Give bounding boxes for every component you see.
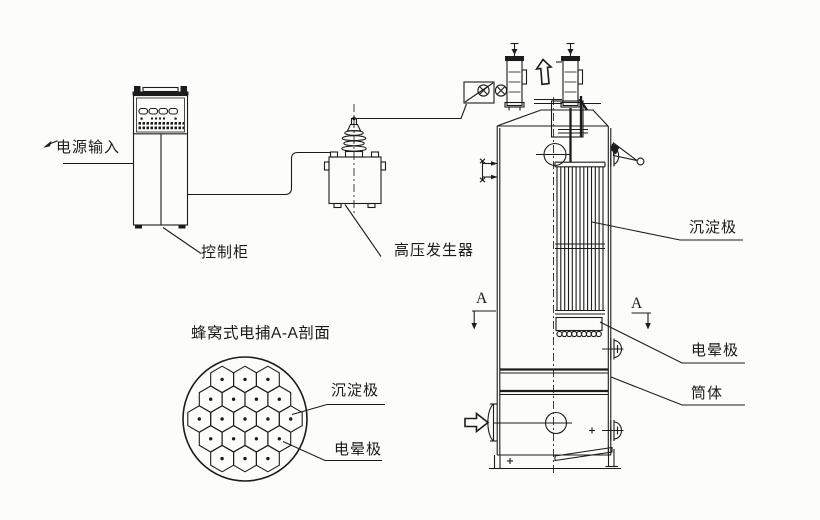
label-section-marker-left: A bbox=[476, 290, 488, 307]
label-section-view-title: 蜂窝式电捕A-A剖面 bbox=[191, 325, 331, 342]
label-section-marker-right: A bbox=[631, 295, 643, 312]
label-power-input: 电源输入 bbox=[56, 139, 121, 156]
label-control-cabinet: 控制柜 bbox=[201, 244, 250, 261]
label-hv-generator: 高压发生器 bbox=[394, 242, 475, 259]
control-cabinet-drawing bbox=[132, 86, 189, 229]
label-section-collecting-electrode: 沉淀极 bbox=[331, 382, 380, 399]
tower-label-leaders bbox=[591, 221, 745, 406]
label-section-corona-electrode: 电晕极 bbox=[334, 441, 383, 458]
cabling-and-leaders bbox=[43, 103, 468, 257]
label-tower-shell: 筒体 bbox=[691, 385, 724, 402]
hv-generator-drawing bbox=[323, 104, 387, 216]
label-tower-corona-electrode: 电晕极 bbox=[691, 342, 740, 359]
precipitator-tower-drawing bbox=[464, 96, 645, 474]
honeycomb-section-drawing bbox=[182, 356, 385, 482]
bushing-assembly-drawing bbox=[463, 42, 588, 111]
section-cut-markers bbox=[471, 310, 651, 330]
label-tower-collecting-electrode: 沉淀极 bbox=[689, 219, 738, 236]
